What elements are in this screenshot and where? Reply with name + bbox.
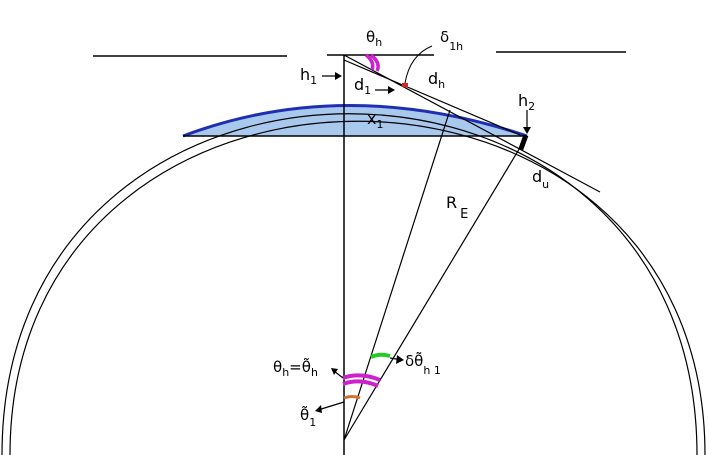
delta-1h-marker [402, 83, 408, 87]
label-delta-1h: δ1h [440, 28, 463, 53]
label-d-u: du [532, 167, 549, 191]
theta-1-arrow-head [315, 405, 322, 413]
radius-to-tangent-point [343, 109, 451, 441]
theta-h-eq-arrow-head [331, 368, 338, 375]
tangent-line-lower [343, 59, 521, 136]
delta-theta-arc [370, 352, 391, 359]
h2-arrow-head [523, 127, 531, 134]
theta-h-top-arc [364, 53, 375, 71]
label-theta-1: θ̃1 [300, 405, 316, 429]
delta-theta-arrow-head [396, 355, 404, 364]
radius-re [343, 135, 528, 441]
label-d-h: dh [428, 69, 445, 91]
theta-1-arrow-line [317, 401, 345, 411]
label-h1: h1 [300, 65, 317, 87]
label-r-e: RE [446, 193, 468, 222]
earth-inner-circle [9, 120, 706, 455]
h1-arrow-head [335, 72, 342, 80]
label-delta-theta-h1: δθ̃h 1 [405, 351, 441, 377]
label-h2: h2 [518, 91, 535, 113]
theta-h-top-arc-2 [369, 53, 380, 72]
theta-h-bottom-arc-1 [342, 373, 381, 382]
shaded-cap-outline [182, 104, 528, 138]
theta-1-arc [343, 395, 361, 400]
h2-tick-marker [518, 134, 529, 151]
delta-1h-leader [404, 45, 433, 84]
label-x-1: x1 [367, 109, 383, 131]
label-theta-h-equals: θh=θ̃h [273, 357, 318, 379]
theta-h-bottom-arc-2 [342, 379, 379, 388]
label-d-1: d1 [354, 75, 371, 97]
label-theta-h-top: θh [366, 28, 382, 49]
earth-outer-circle [1, 113, 698, 455]
d1-arrow-head [388, 86, 395, 94]
